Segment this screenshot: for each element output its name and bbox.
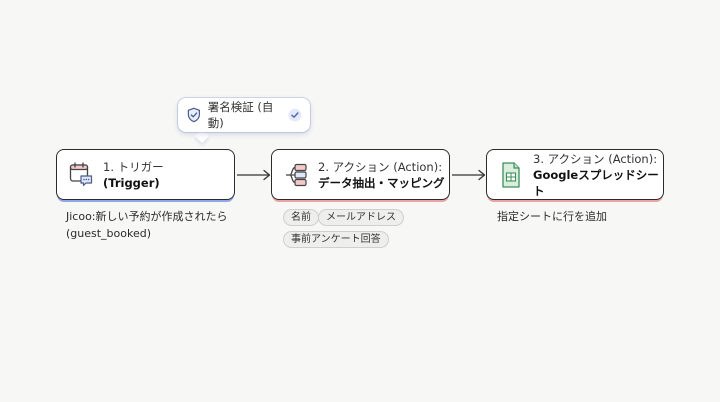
calendar-chat-icon [69,161,93,186]
spreadsheet-icon [502,161,520,188]
data-mapping-node[interactable]: 2. アクション (Action): データ抽出・マッピング [271,149,450,200]
mapping-step-label: 2. アクション (Action): [318,159,443,174]
field-tag-survey: 事前アンケート回答 [283,231,389,248]
spreadsheet-node[interactable]: 3. アクション (Action): Googleスプレッドシート [486,149,664,200]
shield-check-icon [187,107,200,123]
mapping-step-title: データ抽出・マッピング [318,175,445,190]
data-mapping-icon [286,163,307,186]
sheet-step-label: 3. アクション (Action): [533,151,658,166]
trigger-node[interactable]: 1. トリガー (Trigger) [56,149,235,200]
trigger-caption-line2: (guest_booked) [66,227,152,240]
badge-label: 署名検証 (自動) [207,100,274,130]
trigger-caption-line1: Jicoo:新しい予約が作成されたら [66,210,228,223]
check-circle-icon [288,108,302,122]
trigger-caption: Jicoo:新しい予約が作成されたら (guest_booked) [66,208,256,242]
flow-arrow-1 [237,169,271,181]
sheet-caption: 指定シートに行を追加 [497,210,607,223]
trigger-step-title: (Trigger) [103,175,160,190]
field-tag-name: 名前 [283,209,319,226]
flow-arrow-2 [452,169,486,181]
signature-verification-badge: 署名検証 (自動) [178,98,310,132]
trigger-step-label: 1. トリガー [103,159,164,174]
field-tag-email: メールアドレス [318,209,404,226]
sheet-step-title: Googleスプレッドシート [533,167,659,198]
